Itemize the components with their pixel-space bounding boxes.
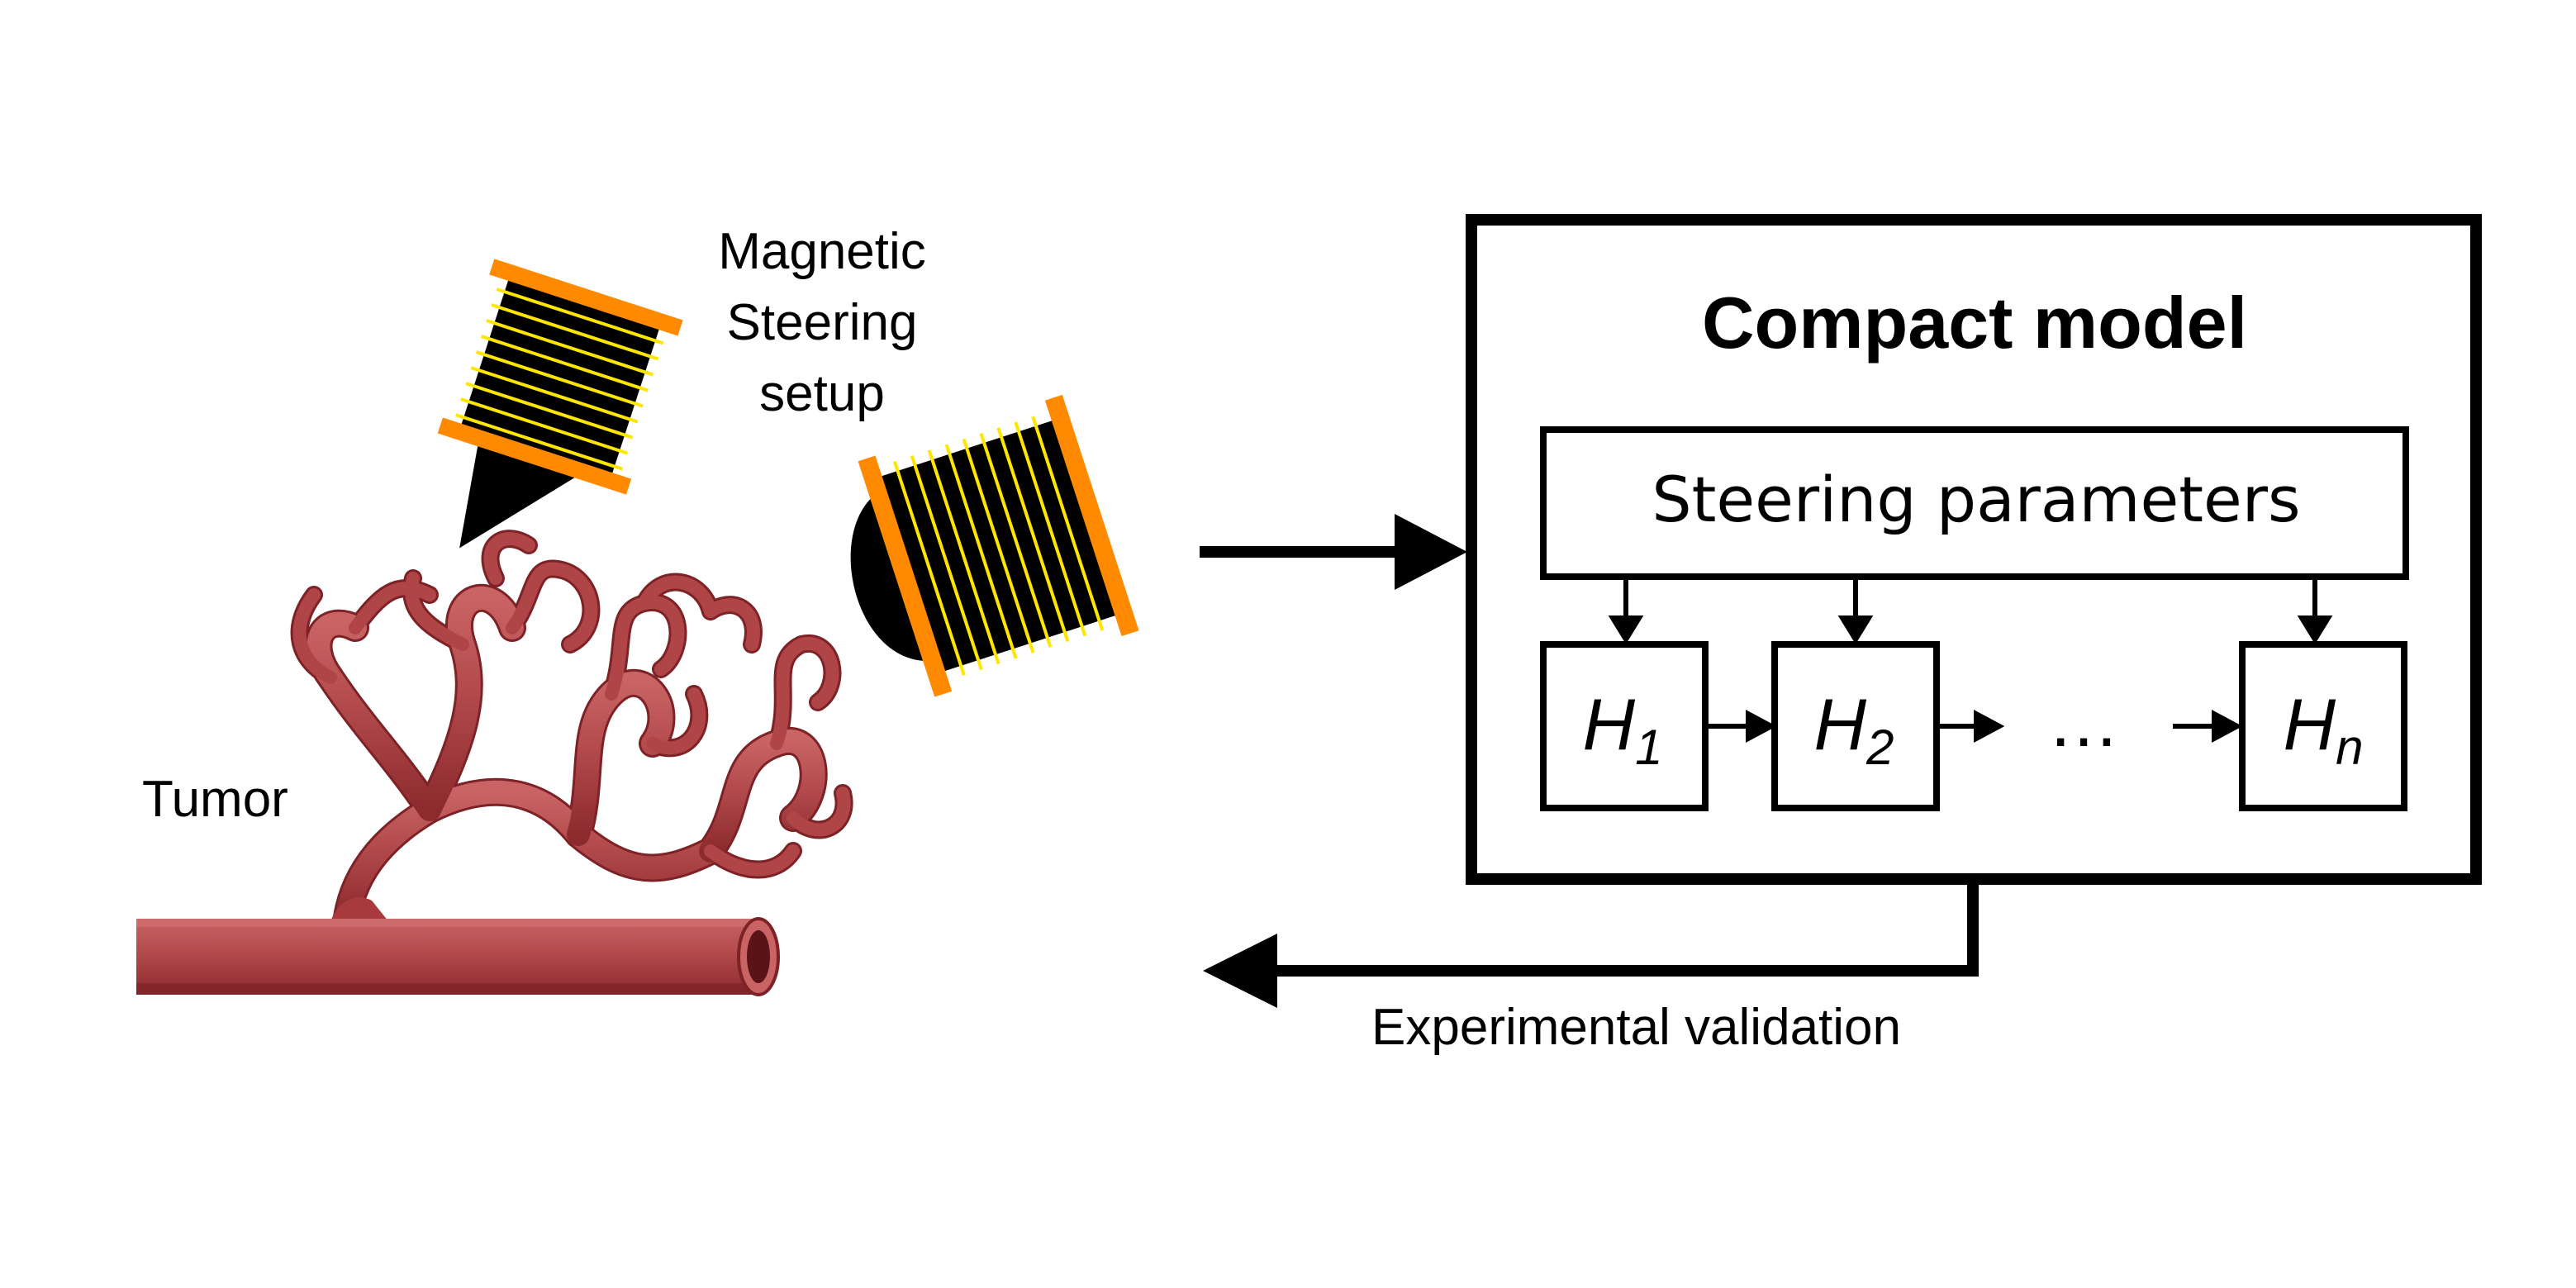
h1-label: H1 (1542, 682, 1704, 776)
hn-subscript: n (2336, 720, 2364, 775)
h1-symbol: H (1582, 683, 1636, 765)
parameter-arrows (1608, 577, 2333, 644)
h2-symbol: H (1813, 683, 1867, 765)
side-coil-icon (850, 394, 1139, 697)
steering-parameters-box (1540, 426, 2409, 580)
tumor-label: Tumor (142, 771, 288, 828)
hn-symbol: H (2283, 683, 2336, 765)
h2-label: H2 (1773, 682, 1935, 776)
validation-label: Experimental validation (1371, 999, 1902, 1056)
validation-arrow (1203, 879, 1979, 1008)
h1-subscript: 1 (1635, 720, 1663, 775)
blood-vessel-icon (136, 897, 780, 996)
chain-arrows (1705, 709, 2243, 744)
input-arrow (1200, 514, 1467, 590)
steering-parameters-label: Steering parameters (1652, 463, 2301, 536)
model-title: Compact model (1701, 282, 2248, 364)
h2-subscript: 2 (1866, 720, 1894, 775)
ellipsis: … (2047, 680, 2120, 762)
hn-label: Hn (2242, 682, 2404, 776)
upper-coil-icon (437, 259, 683, 549)
tumor-vessels-icon (290, 530, 853, 931)
magnetic-setup-label: Magnetic Steering setup (718, 223, 926, 422)
